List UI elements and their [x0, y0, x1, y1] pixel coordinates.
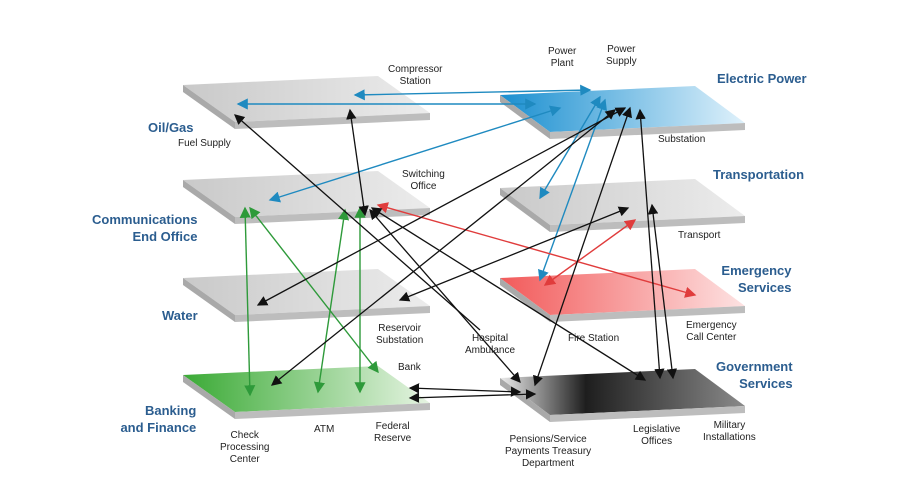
link-banking-substation	[270, 109, 617, 386]
node-fire-station: Fire Station	[568, 333, 620, 344]
slab-government-services	[500, 369, 745, 422]
node-transport: Transport	[678, 230, 721, 241]
slab-water	[183, 269, 430, 322]
node-atm: ATM	[314, 424, 335, 435]
sector-label-oil-gas: Oil/Gas	[148, 120, 194, 135]
slab-banking	[183, 366, 430, 419]
link-oilgas-electric-top	[353, 84, 592, 101]
links-black	[234, 106, 678, 403]
sector-label-transportation: Transportation	[713, 167, 805, 182]
node-fuel-supply: Fuel Supply	[178, 138, 231, 149]
slab-transportation	[500, 179, 745, 232]
sector-label-electric-power: Electric Power	[717, 71, 807, 86]
link-bank-government-2	[408, 389, 537, 403]
node-bank: Bank	[398, 362, 421, 373]
link-transport-military	[647, 203, 678, 380]
sector-label-water: Water	[162, 308, 198, 323]
slab-emergency-services	[500, 269, 745, 322]
node-substation: Substation	[658, 134, 706, 145]
link-electric-government	[533, 106, 632, 387]
slab-communications	[183, 171, 430, 224]
link-bank-government-1	[408, 383, 522, 397]
